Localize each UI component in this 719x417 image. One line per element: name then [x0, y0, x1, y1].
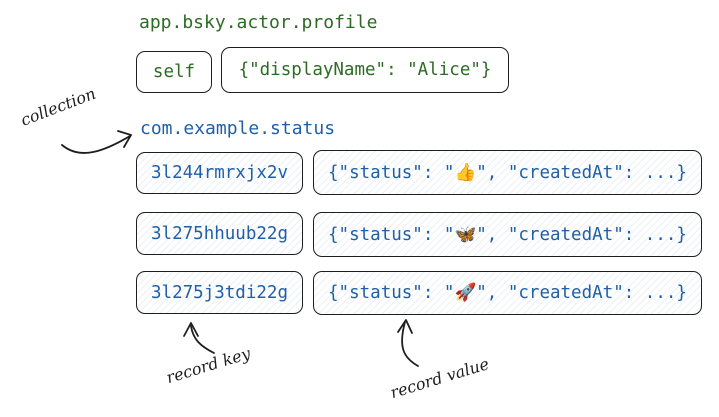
- record-value: {"status": "🚀", "createdAt": ...}: [328, 283, 687, 303]
- record-key-arrow: [190, 325, 215, 354]
- record-key: 3l244rmrxjx2v: [151, 163, 288, 183]
- record-key-box: 3l244rmrxjx2v: [136, 152, 303, 194]
- profile-record-key: self: [152, 62, 196, 82]
- collection-arrow: [61, 135, 131, 154]
- record-value-box: {"status": "👍", "createdAt": ...}: [313, 150, 702, 195]
- collection-annotation: collection: [18, 83, 99, 130]
- record-value-box: {"status": "🦋", "createdAt": ...}: [313, 212, 702, 257]
- record-key-box: 3l275j3tdi22g: [136, 271, 303, 314]
- status-collection-label: com.example.status: [140, 118, 336, 139]
- record-key-annotation: record key: [164, 343, 253, 388]
- record-key: 3l275hhuub22g: [151, 223, 288, 244]
- profile-record-key-box: self: [136, 51, 212, 93]
- profile-record-value: {"displayName": "Alice"}: [238, 60, 492, 80]
- record-value-arrowhead: [397, 319, 413, 334]
- profile-record-value-box: {"displayName": "Alice"}: [221, 47, 509, 93]
- record-key: 3l275j3tdi22g: [151, 282, 288, 303]
- record-value-annotation: record value: [388, 354, 492, 403]
- record-key-box: 3l275hhuub22g: [136, 212, 303, 255]
- record-value: {"status": "🦋", "createdAt": ...}: [328, 224, 687, 245]
- record-key-arrowhead: [183, 322, 199, 337]
- record-value: {"status": "👍", "createdAt": ...}: [328, 162, 687, 183]
- profile-collection-label: app.bsky.actor.profile: [139, 12, 378, 33]
- record-value-arrow: [401, 321, 419, 367]
- record-value-box: {"status": "🚀", "createdAt": ...}: [313, 271, 702, 315]
- collection-arrowhead: [117, 130, 132, 148]
